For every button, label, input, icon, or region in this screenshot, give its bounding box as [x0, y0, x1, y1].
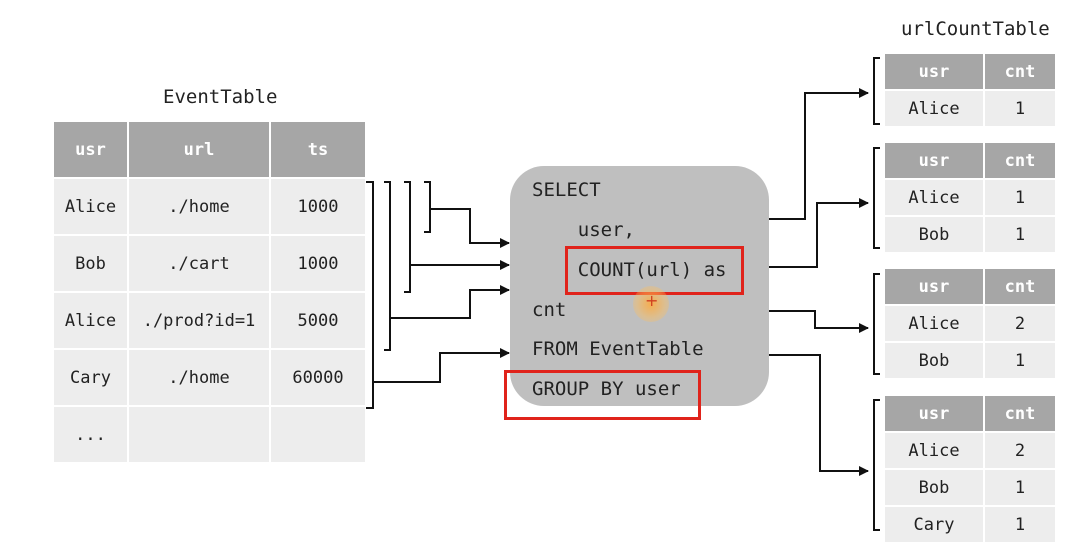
bracket-rows-1-3	[384, 181, 391, 351]
arrow-in-3	[390, 285, 510, 319]
arrow-out-2	[769, 198, 869, 268]
table-row: Cary 1	[885, 507, 1055, 542]
table-row: Alice ./prod?id=1 5000	[54, 293, 365, 348]
table-row: Cary ./home 60000	[54, 350, 365, 405]
cell-ts: 1000	[271, 236, 365, 291]
event-table: usr url ts Alice ./home 1000 Bob ./cart …	[52, 120, 367, 464]
cell-usr: Bob	[54, 236, 127, 291]
result-table-2: usr cnt Alice 1 Bob 1	[883, 141, 1057, 254]
sql-line-select: SELECT	[532, 179, 601, 201]
sql-line-user: user,	[532, 219, 635, 241]
cell-usr: Alice	[885, 91, 983, 126]
cell-ts: 5000	[271, 293, 365, 348]
cell-usr: Cary	[54, 350, 127, 405]
sql-line-count: COUNT(url) as	[532, 259, 727, 281]
table-row: Alice 1	[885, 180, 1055, 215]
arrow-out-3	[769, 310, 869, 333]
cell-cnt: 1	[985, 217, 1055, 252]
event-table-header: ts	[271, 122, 365, 177]
cell-usr: Alice	[54, 293, 127, 348]
result-header: usr	[885, 269, 983, 304]
result-header: usr	[885, 54, 983, 89]
table-row: Alice 2	[885, 306, 1055, 341]
bracket-rows-1-2	[404, 181, 411, 293]
event-table-header: url	[129, 122, 269, 177]
sql-line-cnt: cnt	[532, 299, 567, 321]
cell-usr: Alice	[885, 433, 983, 468]
table-row: Alice 1	[885, 91, 1055, 126]
cell-usr: Alice	[885, 306, 983, 341]
table-row: Alice 2	[885, 433, 1055, 468]
cell-usr: Bob	[885, 217, 983, 252]
table-row: Bob 1	[885, 470, 1055, 505]
cell-ts: 60000	[271, 350, 365, 405]
cell-usr: Bob	[885, 470, 983, 505]
cell-cnt: 1	[985, 343, 1055, 378]
sql-line-group-by: GROUP BY user	[532, 378, 681, 400]
cell-url	[129, 407, 269, 462]
cell-cnt: 1	[985, 180, 1055, 215]
result-header: usr	[885, 143, 983, 178]
cell-cnt: 1	[985, 507, 1055, 542]
table-row: Bob 1	[885, 343, 1055, 378]
result-header: cnt	[985, 269, 1055, 304]
cell-ts	[271, 407, 365, 462]
cell-cnt: 2	[985, 306, 1055, 341]
cell-url: ./cart	[129, 236, 269, 291]
cell-cnt: 1	[985, 91, 1055, 126]
arrow-in-4	[373, 348, 510, 383]
cell-cnt: 2	[985, 433, 1055, 468]
result-header: usr	[885, 396, 983, 431]
event-table-header: usr	[54, 122, 127, 177]
bracket-out-2	[873, 147, 880, 249]
result-table-3: usr cnt Alice 2 Bob 1	[883, 267, 1057, 380]
cell-usr: Cary	[885, 507, 983, 542]
table-row: Bob ./cart 1000	[54, 236, 365, 291]
bracket-out-3	[873, 273, 880, 375]
cell-usr: Bob	[885, 343, 983, 378]
cell-url: ./home	[129, 350, 269, 405]
cell-usr: ...	[54, 407, 127, 462]
result-header: cnt	[985, 143, 1055, 178]
result-header: cnt	[985, 396, 1055, 431]
cell-usr: Alice	[54, 179, 127, 234]
cell-usr: Alice	[885, 180, 983, 215]
cell-cnt: 1	[985, 470, 1055, 505]
bracket-out-1	[873, 57, 880, 125]
bracket-out-4	[873, 399, 880, 531]
result-header: cnt	[985, 54, 1055, 89]
table-row: Alice ./home 1000	[54, 179, 365, 234]
table-row: ...	[54, 407, 365, 462]
cell-ts: 1000	[271, 179, 365, 234]
event-table-title: EventTable	[163, 86, 278, 108]
arrow-out-1	[769, 88, 869, 220]
url-count-table-title: urlCountTable	[901, 18, 1050, 40]
arrow-out-4	[769, 354, 869, 476]
result-table-4: usr cnt Alice 2 Bob 1 Cary 1	[883, 394, 1057, 544]
cell-url: ./prod?id=1	[129, 293, 269, 348]
bracket-rows-1-4	[366, 181, 374, 409]
group-by-highlight	[504, 370, 701, 420]
cell-url: ./home	[129, 179, 269, 234]
cursor-highlight-icon	[633, 286, 669, 322]
arrow-in-1	[430, 208, 510, 248]
result-table-1: usr cnt Alice 1	[883, 52, 1057, 128]
sql-line-from: FROM EventTable	[532, 338, 704, 360]
bracket-row-1	[424, 181, 431, 233]
table-row: Bob 1	[885, 217, 1055, 252]
sql-query-box	[510, 166, 769, 406]
